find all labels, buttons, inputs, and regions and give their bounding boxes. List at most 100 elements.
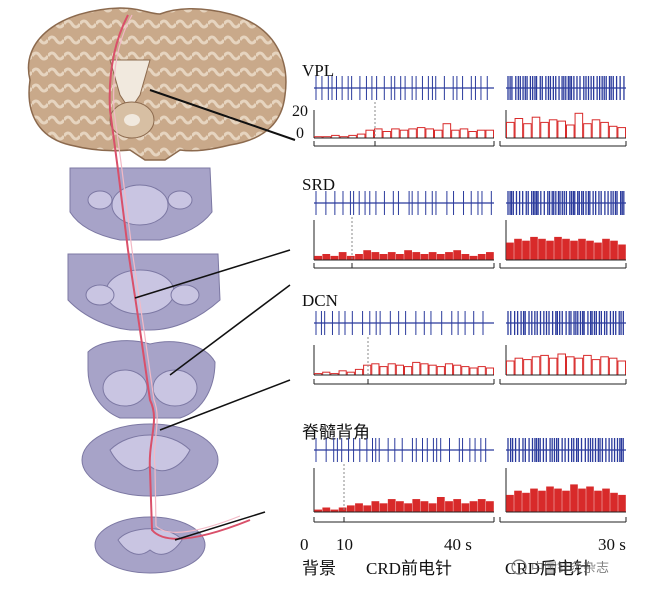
- histogram-bar: [391, 128, 400, 139]
- histogram-bar: [548, 119, 558, 139]
- histogram-bar: [617, 360, 627, 376]
- histogram-bar: [412, 361, 421, 376]
- histogram-bar: [570, 484, 578, 513]
- pointer-dcn: [169, 284, 291, 376]
- histogram-bar: [522, 240, 530, 261]
- time-label-right-end: 30 s: [598, 535, 626, 554]
- y-tick-bottom: 0: [296, 125, 304, 142]
- histogram-bar: [453, 250, 462, 261]
- histogram-bar: [346, 505, 355, 513]
- histogram-bar: [338, 252, 347, 261]
- caption-post-crd: CRD后电针: [505, 559, 591, 578]
- panel-label-srd: SRD: [302, 175, 335, 194]
- raster-right: [506, 311, 626, 335]
- histogram-bar: [436, 366, 445, 376]
- histogram-bar: [485, 129, 494, 139]
- panel-vpl: VPL 20 0: [292, 61, 627, 147]
- histogram-right: [505, 468, 626, 513]
- histogram-bar: [387, 499, 396, 513]
- histogram-bar: [506, 494, 514, 513]
- histogram-bar: [436, 254, 445, 261]
- histogram-bar: [566, 124, 575, 139]
- panel-label-dcn: DCN: [302, 291, 338, 310]
- histogram-bar: [404, 250, 412, 261]
- histogram-bar: [371, 501, 380, 513]
- brain-coronal-section: [27, 7, 287, 161]
- time-axis: [313, 379, 627, 385]
- pointer-dorsal-horn-upper: [159, 379, 291, 431]
- histogram-bar: [387, 363, 396, 376]
- histogram-bar: [412, 252, 421, 261]
- raster-left: [314, 311, 494, 335]
- pointer-vpl: [149, 89, 296, 141]
- histogram-bar: [428, 364, 437, 376]
- histogram-bar: [379, 503, 388, 513]
- histogram-bar: [514, 238, 522, 261]
- ascending-pathway-inner: [113, 14, 241, 533]
- time-axis: [313, 141, 627, 147]
- histogram-bar: [554, 488, 562, 513]
- histogram-right: [505, 345, 627, 376]
- histogram-bar: [522, 492, 530, 513]
- histogram-bar: [461, 254, 470, 261]
- histogram-bar: [523, 359, 532, 376]
- histogram-bar: [531, 356, 541, 376]
- histogram-bar: [399, 129, 409, 139]
- raster-right: [506, 76, 626, 100]
- time-label-start: 0: [300, 535, 309, 554]
- histogram-bar: [379, 366, 388, 376]
- histogram-bar: [469, 367, 478, 376]
- histogram-bar: [506, 242, 514, 261]
- histogram-bar: [610, 240, 618, 261]
- histogram-bar: [408, 128, 417, 139]
- histogram-bar: [485, 367, 494, 376]
- histogram-bar: [477, 254, 486, 261]
- pointer-dorsal-horn-lower: [174, 511, 266, 541]
- histogram-bar: [602, 238, 610, 261]
- histogram-bar: [586, 240, 594, 261]
- watermark-text: 中国针灸杂志: [531, 561, 609, 576]
- histogram-bar: [395, 364, 404, 376]
- histogram-bar: [574, 112, 584, 139]
- histogram-bar: [586, 486, 594, 513]
- ascending-pathway: [108, 14, 251, 540]
- histogram-bar: [428, 252, 437, 261]
- histogram-bar: [591, 119, 601, 139]
- histogram-bar: [453, 364, 462, 376]
- histogram-bar: [514, 490, 522, 513]
- raster-right: [506, 191, 626, 215]
- histogram-bar: [574, 357, 584, 376]
- histogram-bar: [453, 499, 462, 513]
- histogram-bar: [382, 131, 392, 139]
- histogram-bar: [540, 354, 549, 376]
- histogram-bar: [578, 238, 586, 261]
- histogram-bar: [562, 238, 570, 261]
- histogram-bar: [469, 501, 478, 513]
- histogram-bar: [404, 366, 413, 376]
- histogram-bar: [338, 507, 347, 513]
- histogram-left: [313, 217, 494, 261]
- histogram-bar: [591, 359, 601, 376]
- histogram-bar: [546, 486, 554, 513]
- histogram-bar: [346, 255, 355, 261]
- histogram-bar: [469, 255, 478, 261]
- histogram-left: [313, 337, 494, 376]
- histogram-bar: [608, 357, 618, 376]
- histogram-bar: [566, 356, 575, 376]
- time-axis: [313, 263, 627, 269]
- histogram-bar: [477, 366, 486, 376]
- histogram-bar: [425, 128, 434, 139]
- histogram-bar: [557, 353, 567, 376]
- histogram-bar: [531, 116, 541, 139]
- panel-label-dorsal-horn: 脊髓背角: [302, 423, 370, 442]
- brainstem-section-upper: [69, 167, 213, 241]
- histogram-bar: [322, 507, 331, 513]
- histogram-bar: [420, 363, 429, 376]
- histogram-bar: [445, 252, 453, 261]
- histogram-bar: [602, 488, 610, 513]
- histogram-bar: [363, 250, 372, 261]
- caption-pre-crd: CRD前电针: [366, 559, 452, 578]
- histogram-bar: [354, 368, 364, 376]
- histogram-bar: [583, 123, 592, 139]
- histogram-bar: [412, 499, 421, 513]
